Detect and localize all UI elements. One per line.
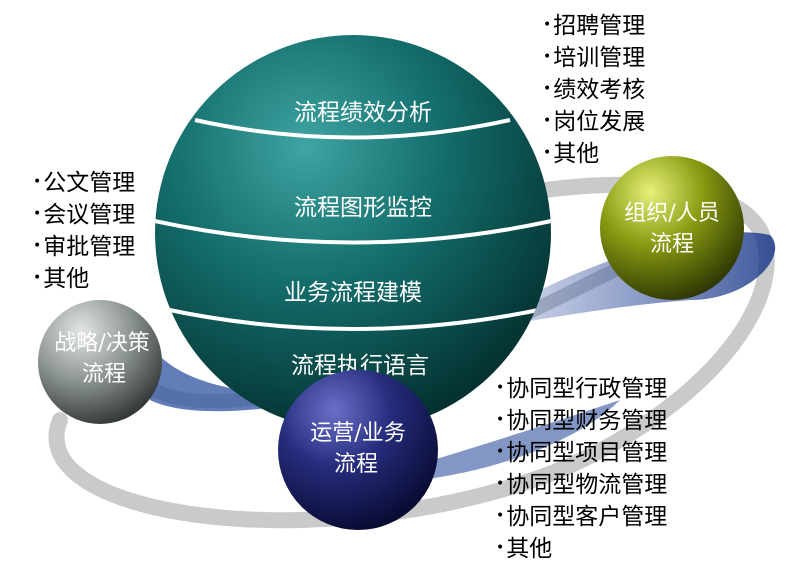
list-item: 其他 <box>496 533 667 565</box>
orbit-shadow-left <box>150 345 340 412</box>
list-item: 协同型项目管理 <box>496 437 667 469</box>
list-item: 协同型财务管理 <box>496 405 667 437</box>
list-item: 培训管理 <box>543 42 645 74</box>
band-label-monitoring: 流程图形监控 <box>294 195 432 221</box>
organization-item-list: 招聘管理 培训管理 绩效考核 岗位发展 其他 <box>543 10 645 170</box>
operations-item-list: 协同型行政管理 协同型财务管理 协同型项目管理 协同型物流管理 协同型客户管理 … <box>496 373 667 565</box>
operations-sphere: 运营/业务 流程 <box>278 370 438 530</box>
band-label-modeling: 业务流程建模 <box>284 280 422 306</box>
main-sphere: 流程绩效分析 流程图形监控 业务流程建模 流程执行语言 <box>155 35 551 431</box>
list-item: 协同型客户管理 <box>496 501 667 533</box>
list-item: 岗位发展 <box>543 106 645 138</box>
organization-sphere: 组织/人员 流程 <box>600 156 744 300</box>
list-item: 其他 <box>543 138 645 170</box>
list-item: 招聘管理 <box>543 10 645 42</box>
strategy-label-line1: 战略/决策 <box>54 331 149 356</box>
band-label-performance: 流程绩效分析 <box>294 100 432 126</box>
band-divider-3 <box>159 306 549 331</box>
list-item: 绩效考核 <box>543 74 645 106</box>
strategy-item-list: 公文管理 会议管理 审批管理 其他 <box>33 167 135 295</box>
organization-label-line2: 流程 <box>650 232 694 257</box>
operations-label-line1: 运营/业务 <box>310 421 405 446</box>
list-item: 公文管理 <box>33 167 135 199</box>
list-item: 协同型行政管理 <box>496 373 667 405</box>
organization-label-line1: 组织/人员 <box>624 201 719 226</box>
band-divider-2 <box>155 218 551 245</box>
list-item: 其他 <box>33 263 135 295</box>
list-item: 协同型物流管理 <box>496 469 667 501</box>
operations-label-line2: 流程 <box>334 452 378 477</box>
strategy-label-line2: 流程 <box>82 362 126 387</box>
list-item: 审批管理 <box>33 231 135 263</box>
strategy-sphere: 战略/决策 流程 <box>38 300 162 424</box>
list-item: 会议管理 <box>33 199 135 231</box>
band-divider-1 <box>194 118 511 140</box>
